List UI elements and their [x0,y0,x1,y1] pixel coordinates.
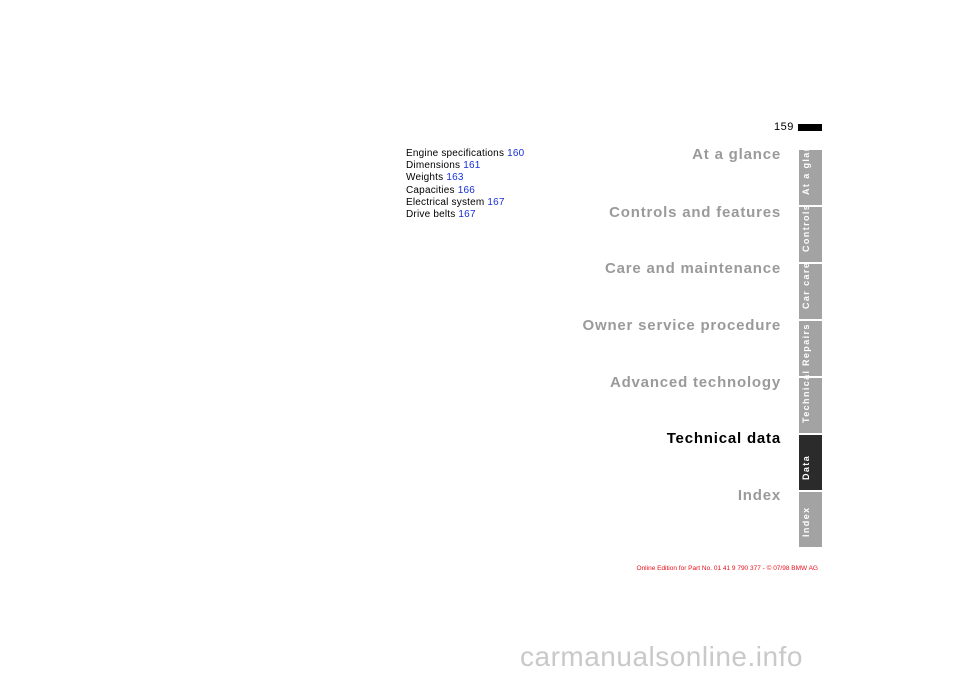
toc-entry[interactable]: Dimensions 161 [406,160,524,172]
toc-entry-page-link[interactable]: 160 [507,148,525,159]
chapter-contents-list: Engine specifications 160 Dimensions 161… [406,148,524,221]
toc-entry-label: Drive belts [406,209,456,221]
toc-entry-page-link[interactable]: 166 [457,184,475,196]
section-link-advanced-technology[interactable]: Advanced technology [609,374,781,391]
page-number: 159 [774,121,794,133]
tab-technical[interactable]: Technical [799,370,822,433]
toc-entry-label: Weights [406,172,444,184]
section-link-technical-data[interactable]: Technical data [666,430,781,447]
section-link-care-and-maintenance[interactable]: Care and maintenance [604,260,781,277]
tab-at-a-glance[interactable]: At a glance [799,132,822,205]
toc-entry-label: Dimensions [406,160,461,172]
tab-label: Car care [800,261,811,309]
tab-index[interactable]: Index [799,492,822,547]
tab-label: Data [800,454,811,480]
tab-label: Controls [800,203,811,252]
toc-entry-label: Capacities [406,184,455,196]
tab-label: Index [800,506,811,537]
toc-entry-label: Engine specifications [406,148,505,159]
toc-entry[interactable]: Engine specifications 160 [406,148,524,160]
toc-entry[interactable]: Electrical system 167 [406,197,524,209]
tab-label: At a glance [800,131,811,195]
toc-entry[interactable]: Drive belts 167 [406,209,524,221]
tab-label: Repairs [800,323,811,366]
toc-entry-page-link[interactable]: 167 [487,196,505,208]
toc-entry[interactable]: Weights 163 [406,172,524,184]
toc-entry-page-link[interactable]: 163 [446,172,464,184]
chapter-tab-strip: At a glance Controls Car care Repairs Te… [799,132,822,549]
section-link-index[interactable]: Index [737,487,781,504]
site-watermark: carmanualsonline.info [520,641,803,672]
section-link-controls-and-features[interactable]: Controls and features [609,204,781,221]
section-link-at-a-glance[interactable]: At a glance [692,146,781,163]
tab-repairs[interactable]: Repairs [799,321,822,376]
tab-car-care[interactable]: Car care [799,261,822,319]
tab-data[interactable]: Data [799,435,822,490]
section-link-owner-service-procedure[interactable]: Owner service procedure [582,317,781,334]
toc-entry-page-link[interactable]: 167 [458,209,476,221]
toc-entry-label: Electrical system [406,196,485,208]
tab-controls[interactable]: Controls [799,203,822,262]
toc-entry-page-link[interactable]: 161 [463,160,481,172]
toc-entry[interactable]: Capacities 166 [406,185,524,197]
edition-footer: Online Edition for Part No. 01 41 9 790 … [636,565,818,572]
page-number-bar [798,124,822,131]
tab-label: Technical [800,369,811,423]
